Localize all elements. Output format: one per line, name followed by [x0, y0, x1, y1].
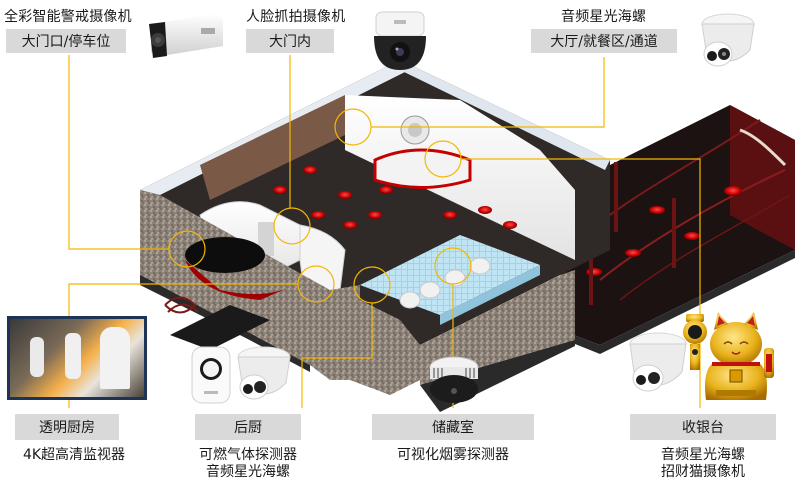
turret-camera-icon: [228, 345, 294, 407]
device-desc-audio-turret: 音频星光海螺: [661, 447, 745, 463]
turret-camera-icon: [620, 332, 690, 400]
device-title-face-capture-camera: 人脸抓拍摄像机: [246, 9, 346, 25]
device-title-color-alert-camera: 全彩智能警戒摄像机: [4, 9, 132, 25]
location-label-inside-gate: 大门内: [246, 29, 334, 53]
turret-camera-icon: [694, 10, 758, 74]
smoke-detector-icon: [428, 355, 480, 405]
device-desc-lucky-cat-camera: 招财猫摄像机: [661, 464, 745, 480]
dome-camera-icon: [368, 8, 432, 72]
location-label-back-kitchen: 后厨: [195, 414, 301, 440]
location-label-hall-dining-aisle: 大厅/就餐区/通道: [531, 29, 677, 53]
device-desc-audio-turret: 音频星光海螺: [206, 464, 290, 480]
device-desc-4k-monitor: 4K超高清监视器: [22, 447, 126, 463]
device-desc-visual-smoke-detector: 可视化烟雾探测器: [397, 447, 509, 463]
device-title-audio-starlight-turret: 音频星光海螺: [561, 9, 647, 25]
camera-position-markers: [168, 108, 472, 304]
location-label-gate-parking: 大门口/停车位: [6, 29, 126, 53]
location-label-storage-room: 储藏室: [372, 414, 534, 440]
device-desc-gas-detector: 可燃气体探测器: [199, 447, 297, 463]
bullet-camera-icon: [143, 10, 227, 62]
monitor-icon: [7, 316, 147, 400]
gas-detector-icon: [190, 345, 232, 405]
location-label-cashier: 收银台: [630, 414, 776, 440]
location-label-open-kitchen: 透明厨房: [15, 414, 119, 440]
lucky-cat-camera-icon: [680, 310, 780, 406]
